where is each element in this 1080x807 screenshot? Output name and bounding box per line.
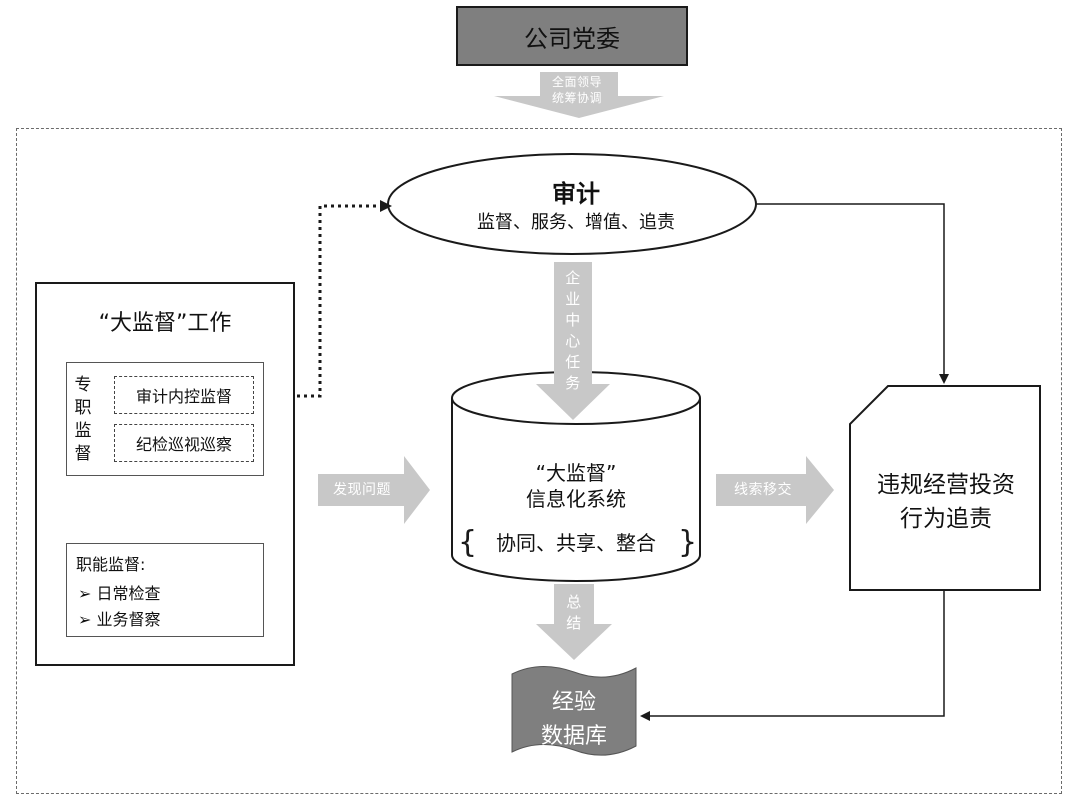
experience-line1: 经验: [551, 690, 596, 715]
summary-char: 结: [566, 614, 582, 632]
dotted-connector: [276, 204, 386, 398]
functional-item: ➢ 日常检查: [78, 580, 161, 604]
violation-accountability-label: 违规经营投资 行为追责: [852, 468, 1040, 536]
transfer-clues-label: 线索移交: [734, 482, 792, 498]
information-system-title: “大监督” 信息化系统: [452, 460, 700, 512]
functional-item-label: 业务督察: [96, 610, 161, 629]
audit-subtitle: 监督、服务、增值、追责: [477, 212, 675, 233]
top-down-arrow: [494, 72, 664, 118]
information-system-title-line2: 信息化系统: [526, 487, 626, 511]
enterprise-task-char: 企: [565, 269, 581, 287]
dedicated-char: 专: [74, 375, 92, 395]
left-brace: {: [458, 525, 477, 560]
summary-arrow: [536, 584, 612, 660]
dedicated-char: 职: [74, 398, 92, 418]
dedicated-supervision-label: 专 职 监 督: [72, 374, 94, 466]
find-problems-label: 发现问题: [333, 482, 391, 498]
bullet-icon: ➢: [78, 584, 92, 603]
functional-supervision-title: 职能监督:: [76, 555, 146, 574]
violation-line2: 行为追责: [900, 506, 992, 532]
top-arrow-label: 全面领导 统筹协调: [530, 74, 624, 106]
information-system-title-line1: “大监督”: [535, 461, 617, 485]
functional-item-label: 日常检查: [96, 584, 161, 603]
experience-database-shape: [511, 665, 637, 756]
summary-label: 总 结: [558, 592, 590, 634]
functional-supervision-box: [66, 543, 264, 637]
top-arrow-line1: 全面领导: [551, 75, 602, 89]
bullet-icon: ➢: [78, 610, 92, 629]
summary-char: 总: [566, 593, 582, 611]
enterprise-task-char: 业: [565, 290, 581, 308]
functional-item: ➢ 业务督察: [78, 606, 161, 630]
outer-dashed-frame: [16, 128, 1062, 794]
audit-title: 审计: [552, 180, 600, 208]
enterprise-task-char: 心: [565, 332, 581, 350]
violation-document: [849, 385, 1041, 591]
audit-internal-control-label: 审计内控监督: [135, 387, 232, 406]
transfer-clues-arrow: [716, 456, 834, 524]
party-committee-node: 公司党委: [456, 6, 688, 66]
information-system-cylinder: [451, 362, 701, 582]
party-committee-label: 公司党委: [524, 24, 620, 53]
dedicated-char: 督: [74, 444, 92, 464]
experience-database-label: 经验 数据库: [512, 686, 636, 754]
discipline-inspection-box: 纪检巡视巡察: [114, 424, 254, 462]
audit-internal-control-box: 审计内控监督: [114, 376, 254, 414]
right-brace: }: [678, 525, 697, 560]
discipline-inspection-label: 纪检巡视巡察: [135, 435, 232, 454]
information-system-features: 协同、共享、整合: [496, 531, 656, 555]
experience-line2: 数据库: [540, 724, 607, 749]
enterprise-task-char: 务: [565, 374, 581, 392]
audit-to-violation-line: [756, 203, 949, 384]
find-problems-arrow: [318, 456, 430, 524]
enterprise-task-char: 任: [565, 353, 581, 371]
big-supervision-title: “大监督”工作: [98, 311, 232, 336]
violation-to-database-line: [640, 590, 945, 721]
dedicated-char: 监: [74, 421, 92, 441]
dotted-connector-head-right: [380, 200, 392, 212]
enterprise-task-char: 中: [565, 311, 581, 329]
enterprise-task-label: 企 业 中 心 任 务: [556, 268, 590, 394]
top-arrow-line2: 统筹协调: [551, 91, 602, 105]
violation-line1: 违规经营投资: [877, 472, 1015, 498]
